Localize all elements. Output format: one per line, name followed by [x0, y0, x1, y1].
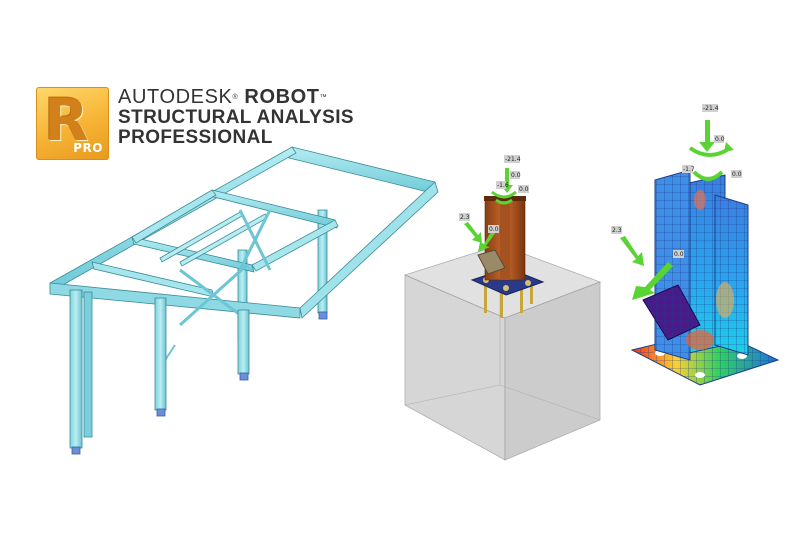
load-label: 0.0	[732, 171, 742, 178]
frame-support	[318, 311, 328, 320]
anchor-bolt	[484, 283, 487, 313]
moment-arrow	[495, 198, 513, 205]
load-label: -1.7	[683, 166, 695, 173]
load-arrow	[620, 236, 644, 266]
frame-beam	[49, 282, 301, 319]
robot-logo-icon: R PRO	[36, 87, 109, 160]
moment-arrow	[688, 146, 732, 157]
frame-column	[154, 297, 167, 411]
fea-stress-model: -21.4 0.0 -1.7 0.0 2.3 0.0	[611, 104, 780, 386]
product-name: ROBOT	[244, 86, 320, 108]
load-label: 0.0	[519, 186, 529, 193]
frame-support	[156, 408, 166, 417]
anchor-bolt	[520, 285, 523, 313]
middle-labels: -21.4 0.0 -1.6 0.0 2.3 0.0	[459, 155, 529, 233]
load-label: -21.4	[505, 156, 521, 163]
brand-mark: ®	[232, 94, 239, 101]
load-label: 0.0	[489, 226, 499, 233]
frame-beam	[131, 189, 217, 244]
load-arrow	[632, 262, 673, 300]
load-label: -21.4	[703, 105, 719, 112]
frame-support	[239, 372, 249, 381]
frame-support	[71, 446, 81, 455]
load-arrow	[478, 230, 496, 252]
base-plate-model: -21.4 0.0 -1.6 0.0 2.3 0.0	[403, 155, 602, 461]
anchor-bolt	[530, 280, 533, 304]
load-label: 0.0	[715, 136, 725, 143]
frame-beam	[251, 219, 339, 272]
product-title: AUTODESK® ROBOT™ STRUCTURAL ANALYSIS PRO…	[118, 86, 388, 148]
frame-column	[69, 289, 83, 449]
brace-pipe	[477, 249, 506, 275]
moment-arrow	[491, 190, 517, 199]
frame-beam	[299, 181, 439, 319]
frame-brace	[178, 263, 249, 327]
title-line-3: PROFESSIONAL	[118, 127, 273, 148]
load-label: 0.0	[674, 251, 684, 258]
load-arrow	[699, 120, 715, 152]
title-line-2: STRUCTURAL ANALYSIS	[118, 107, 354, 128]
frame-brace	[238, 209, 272, 271]
frame-beam	[288, 146, 436, 194]
load-label: 0.0	[511, 172, 521, 179]
frame-column	[237, 309, 250, 375]
load-label: 2.3	[460, 214, 470, 221]
load-arrow	[464, 222, 482, 243]
brand-name: AUTODESK	[118, 86, 233, 108]
load-label: 2.3	[612, 227, 622, 234]
moment-arrow	[692, 170, 724, 181]
title-line-1: AUTODESK® ROBOT™	[118, 86, 388, 108]
logo-pro-badge: PRO	[73, 141, 103, 155]
logo-letter: R	[44, 86, 89, 154]
steel-frame-model	[49, 146, 439, 455]
product-mark: ™	[319, 94, 328, 101]
frame-column	[83, 291, 93, 438]
load-label: -1.6	[497, 182, 509, 189]
anchor-bolt	[500, 290, 503, 318]
right-labels: -21.4 0.0 -1.7 0.0 2.3 0.0	[611, 104, 742, 258]
